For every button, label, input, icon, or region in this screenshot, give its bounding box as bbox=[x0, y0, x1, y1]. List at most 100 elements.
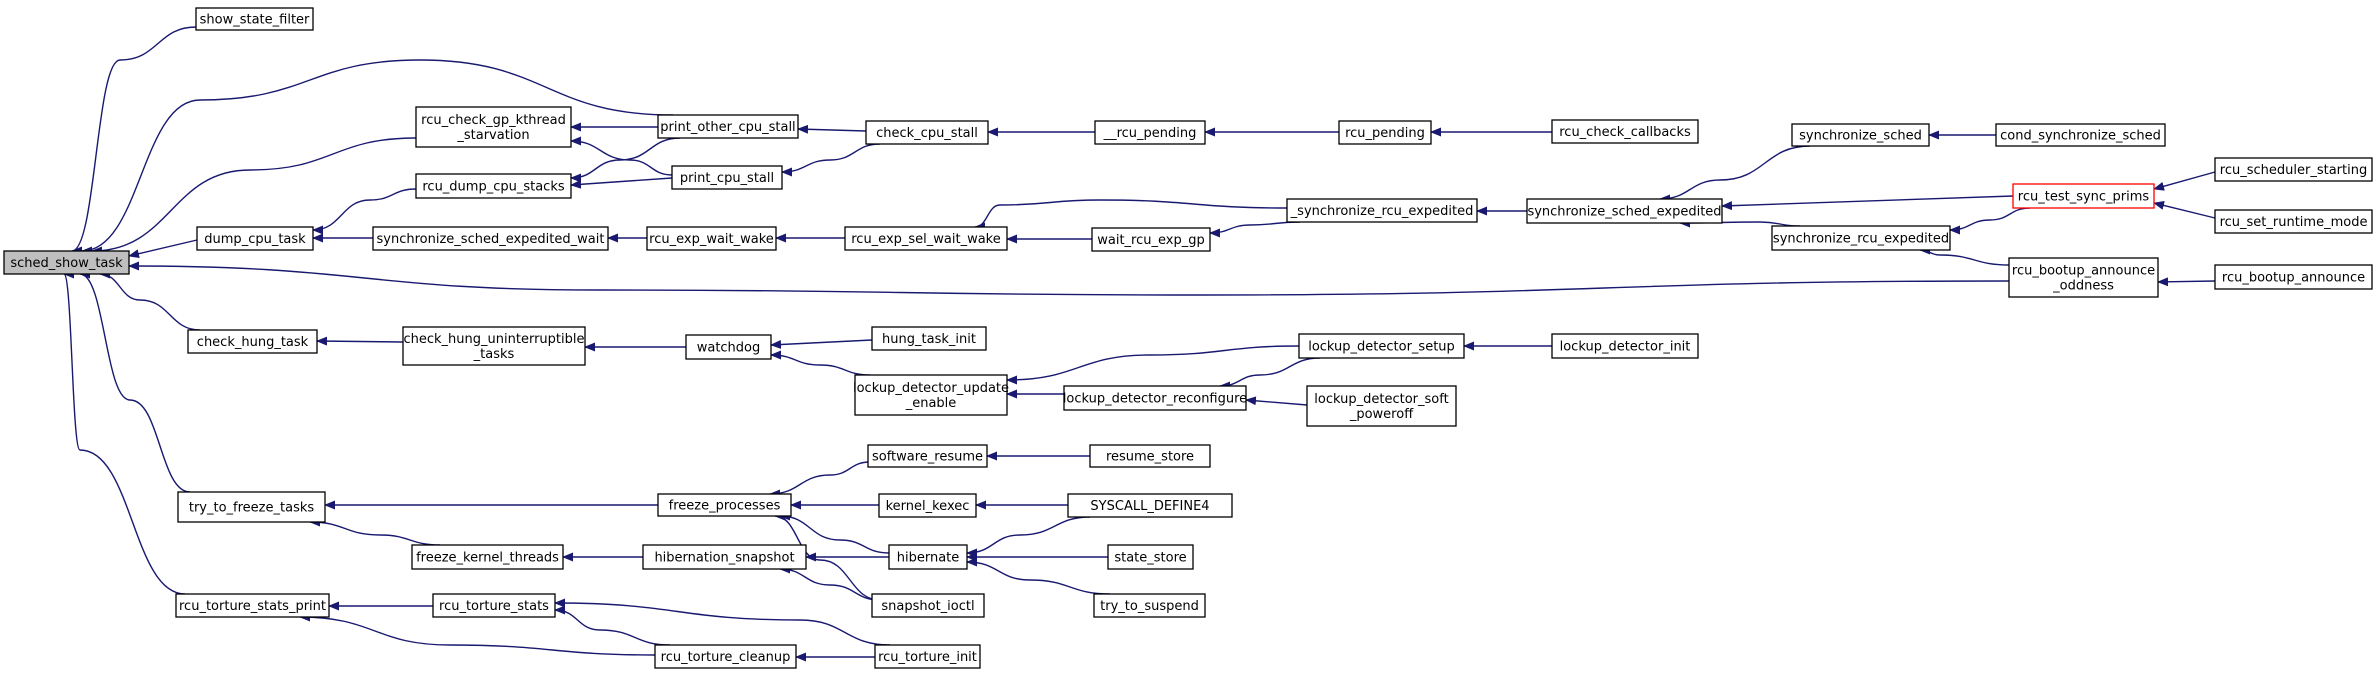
node-rcu-pending[interactable]: rcu_pending bbox=[1338, 120, 1432, 145]
edge-rcu-bootup-announce-oddness-to-synchronize-rcu-expedited bbox=[1919, 245, 2010, 266]
edge-freeze-kernel-threads-to-try-to-freeze-tasks bbox=[309, 517, 441, 546]
node-rcu-torture-cleanup[interactable]: rcu_torture_cleanup bbox=[654, 644, 797, 669]
edge-line bbox=[966, 557, 1111, 595]
edge-check-hung-uninterruptible-tasks-to-check-hung-task bbox=[316, 336, 404, 346]
node-cond-synchronize-sched[interactable]: cond_synchronize_sched bbox=[1995, 123, 2166, 147]
node-print-other-cpu-stall[interactable]: print_other_cpu_stall bbox=[657, 114, 799, 139]
node-try-to-suspend[interactable]: try_to_suspend bbox=[1093, 593, 1206, 618]
edge-rcu-test-sync-prims-to-synchronize-sched-expedited bbox=[1721, 195, 2014, 211]
node-synchronize-sched-expedited-wait[interactable]: synchronize_sched_expedited_wait bbox=[372, 226, 609, 251]
edge-syscall-define4-to-hibernate bbox=[966, 516, 1091, 558]
node-rcu-exp-sel-wait-wake[interactable]: rcu_exp_sel_wait_wake bbox=[844, 226, 1008, 251]
node-show-state-filter[interactable]: show_state_filter bbox=[195, 7, 314, 31]
node-syscall-define4[interactable]: SYSCALL_DEFINE4 bbox=[1067, 493, 1233, 518]
node-box bbox=[1094, 120, 1206, 145]
node-synchronize-sched-expedited[interactable]: synchronize_sched_expedited bbox=[1526, 198, 1723, 224]
node-label: rcu_set_runtime_mode bbox=[2220, 215, 2368, 230]
edge-line bbox=[570, 177, 673, 189]
edge-rcu-set-runtime-mode-to-rcu-test-sync-prims bbox=[2153, 201, 2216, 219]
node-label: lockup_detector_init bbox=[1560, 340, 1691, 355]
edge-line bbox=[797, 124, 867, 134]
node-label: print_cpu_stall bbox=[680, 171, 774, 186]
node-lockup-detector-init[interactable]: lockup_detector_init bbox=[1551, 333, 1699, 359]
node-rcu-scheduler-starting[interactable]: rcu_scheduler_starting bbox=[2214, 157, 2373, 182]
edge-print-cpu-stall-to-rcu-check-gp-kthread-starvation bbox=[570, 136, 673, 176]
node-label: rcu_bootup_announce bbox=[2012, 264, 2155, 279]
edge-try-to-freeze-tasks-to-sched-show-task bbox=[79, 269, 191, 493]
node-freeze-kernel-threads[interactable]: freeze_kernel_threads bbox=[411, 544, 564, 570]
node-label: try_to_freeze_tasks bbox=[189, 501, 315, 516]
node-rcu-check-callbacks[interactable]: rcu_check_callbacks bbox=[1551, 119, 1699, 144]
node-box bbox=[854, 374, 1008, 416]
node-hibernate[interactable]: hibernate bbox=[888, 544, 968, 570]
node-box bbox=[671, 165, 783, 190]
edge-line bbox=[770, 339, 873, 350]
node-box bbox=[1091, 227, 1211, 252]
node-software-resume[interactable]: software_resume bbox=[867, 444, 988, 468]
node-rcu-bootup-announce[interactable]: rcu_bootup_announce bbox=[2214, 264, 2373, 290]
node-synchronize-rcu-expedited[interactable]: synchronize_rcu_expedited bbox=[1771, 225, 1951, 251]
node-lockup-detector-reconfigure[interactable]: lockup_detector_reconfigure bbox=[1063, 385, 1247, 411]
node-dump-cpu-task[interactable]: dump_cpu_task bbox=[196, 226, 314, 251]
node-rcu-set-runtime-mode[interactable]: rcu_set_runtime_mode bbox=[2214, 209, 2373, 234]
node-lockup-detector-setup[interactable]: lockup_detector_setup bbox=[1298, 333, 1465, 359]
node-box bbox=[1551, 333, 1699, 359]
node-rcu-test-sync-prims[interactable]: rcu_test_sync_prims bbox=[2012, 183, 2155, 209]
node-print-cpu-stall[interactable]: print_cpu_stall bbox=[671, 165, 783, 190]
edge-dump-cpu-task-to-sched-show-task bbox=[128, 239, 198, 259]
node-box bbox=[411, 544, 564, 570]
node-rcu-torture-stats[interactable]: rcu_torture_stats bbox=[432, 593, 556, 618]
edge-line bbox=[1659, 145, 1811, 204]
node-label: cond_synchronize_sched bbox=[2000, 129, 2161, 144]
edge-synchronize-rcu-expedited-to-wait-rcu-exp-gp bbox=[1209, 221, 1301, 238]
node-lockup-detector-soft-poweroff[interactable]: lockup_detector_soft_poweroff bbox=[1306, 385, 1457, 427]
node-kernel-kexec[interactable]: kernel_kexec bbox=[878, 493, 977, 518]
node-sched-show-task[interactable]: sched_show_task bbox=[3, 250, 130, 275]
node-rcu-check-gp-kthread-starvation[interactable]: rcu_check_gp_kthread_starvation bbox=[415, 106, 572, 148]
node-try-to-freeze-tasks[interactable]: try_to_freeze_tasks bbox=[177, 491, 326, 523]
node-label: rcu_scheduler_starting bbox=[2220, 163, 2367, 178]
node-state-store[interactable]: state_store bbox=[1107, 544, 1194, 570]
node-box bbox=[1995, 123, 2166, 147]
node-lockup-detector-update-enable[interactable]: lockup_detector_update_enable bbox=[853, 374, 1009, 416]
node-check-cpu-stall[interactable]: check_cpu_stall bbox=[865, 120, 989, 145]
node-hung-task-init[interactable]: hung_task_init bbox=[871, 326, 987, 351]
node-box bbox=[874, 644, 981, 669]
node-rcu-torture-init[interactable]: rcu_torture_init bbox=[874, 644, 981, 669]
edge-rcu-torture-cleanup-to-rcu-torture-stats-print bbox=[299, 612, 656, 656]
node-check-hung-task[interactable]: check_hung_task bbox=[187, 329, 318, 354]
node-rcu-bootup-announce-oddness[interactable]: rcu_bootup_announce_oddness bbox=[2008, 257, 2159, 298]
node-label: software_resume bbox=[872, 450, 983, 465]
edge-check-cpu-stall-to-print-cpu-stall bbox=[781, 143, 881, 177]
node-resume-store[interactable]: resume_store bbox=[1089, 444, 1211, 468]
edge-line bbox=[1949, 207, 2031, 235]
node-rcu-pending[interactable]: __rcu_pending bbox=[1094, 120, 1206, 145]
node-hibernation-snapshot[interactable]: hibernation_snapshot bbox=[642, 544, 807, 570]
node-rcu-torture-stats-print[interactable]: rcu_torture_stats_print bbox=[175, 593, 330, 618]
node-check-hung-uninterruptible-tasks[interactable]: check_hung_uninterruptible_tasks bbox=[402, 326, 586, 366]
node-watchdog[interactable]: watchdog bbox=[685, 334, 772, 360]
node-label: _poweroff bbox=[1349, 407, 1414, 422]
node-synchronize-sched[interactable]: synchronize_sched bbox=[1791, 123, 1930, 147]
node-label: check_hung_task bbox=[197, 335, 309, 350]
node-freeze-processes[interactable]: freeze_processes bbox=[657, 493, 792, 517]
node-box bbox=[2012, 183, 2155, 209]
node-box bbox=[1338, 120, 1432, 145]
node-box bbox=[1298, 333, 1465, 359]
node-wait-rcu-exp-gp[interactable]: wait_rcu_exp_gp bbox=[1091, 227, 1211, 252]
edge-line bbox=[779, 564, 881, 601]
node-label: rcu_torture_init bbox=[878, 650, 977, 665]
edge-line bbox=[769, 461, 871, 499]
node-snapshot-ioctl[interactable]: snapshot_ioctl bbox=[871, 593, 985, 618]
node-box bbox=[415, 173, 572, 199]
edge-rcu-bootup-announce-to-rcu-bootup-announce-oddness bbox=[2157, 277, 2216, 287]
edge-line bbox=[316, 336, 404, 346]
node-box bbox=[177, 491, 326, 523]
node-synchronize-rcu-expedited[interactable]: _synchronize_rcu_expedited bbox=[1286, 198, 1478, 223]
node-box bbox=[657, 493, 792, 517]
edge-line bbox=[770, 350, 871, 376]
edge-rcu-check-gp-kthread-starvation-to-sched-show-task bbox=[91, 137, 417, 256]
node-rcu-exp-wait-wake[interactable]: rcu_exp_wait_wake bbox=[646, 226, 777, 251]
node-rcu-dump-cpu-stacks[interactable]: rcu_dump_cpu_stacks bbox=[415, 173, 572, 199]
node-box bbox=[372, 226, 609, 251]
